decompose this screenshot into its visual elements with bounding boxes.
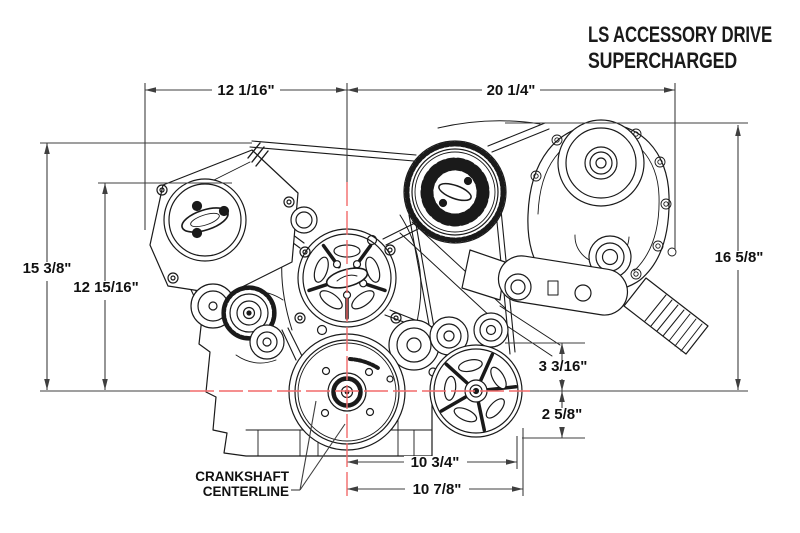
- pump-stud: [247, 142, 269, 167]
- supercharger-pulley: [403, 140, 507, 244]
- dim-pulley-below-centerline: 2 5/8": [542, 406, 582, 423]
- dim-top-width-left: 12 1/16": [217, 82, 274, 99]
- dimension-texts: 12 1/16" 20 1/4" 15 3/8" 12 15/16" 16 5/…: [23, 82, 764, 498]
- tensioner-cluster: [190, 283, 285, 364]
- center-bracket-idlers: [290, 206, 509, 377]
- dim-idler-above-centerline: 3 3/16": [539, 358, 588, 375]
- power-steering-pump: [149, 142, 299, 296]
- centerlines: [190, 182, 530, 497]
- title-line1: LS ACCESSORY DRIVE: [588, 22, 772, 47]
- title-block: LS ACCESSORY DRIVE SUPERCHARGED: [588, 22, 772, 73]
- dim-width-right-upper: 10 3/4": [411, 454, 460, 471]
- tensioner-pulley: [249, 324, 285, 360]
- extension-lines: [40, 83, 748, 496]
- water-neck: [623, 277, 709, 355]
- dim-overall-height-left: 15 3/8": [23, 260, 72, 277]
- dim-pump-height-left: 12 15/16": [73, 279, 139, 296]
- ps-pump-pulley: [163, 178, 247, 262]
- leader-lines: [291, 400, 346, 491]
- tensioner-knurled-wheel: [222, 286, 276, 340]
- crankshaft-label-line2: CENTERLINE: [203, 484, 289, 499]
- crankshaft-centerline-callout: CRANKSHAFT CENTERLINE: [195, 400, 346, 499]
- dim-overall-height-right: 16 5/8": [715, 249, 764, 266]
- dimension-arrowheads: [44, 87, 741, 492]
- dimension-text-masks: [16, 82, 771, 500]
- idler-pulley-3: [473, 312, 509, 348]
- crankshaft-label-line1: CRANKSHAFT: [195, 469, 289, 484]
- dim-top-width-right: 20 1/4": [487, 82, 536, 99]
- dim-width-right-lower: 10 7/8": [413, 481, 462, 498]
- title-line2: SUPERCHARGED: [588, 48, 737, 73]
- sc-tensioner-arm: [461, 249, 629, 316]
- supercharger-assembly: [461, 119, 709, 355]
- sc-drive-pulley: [557, 119, 645, 207]
